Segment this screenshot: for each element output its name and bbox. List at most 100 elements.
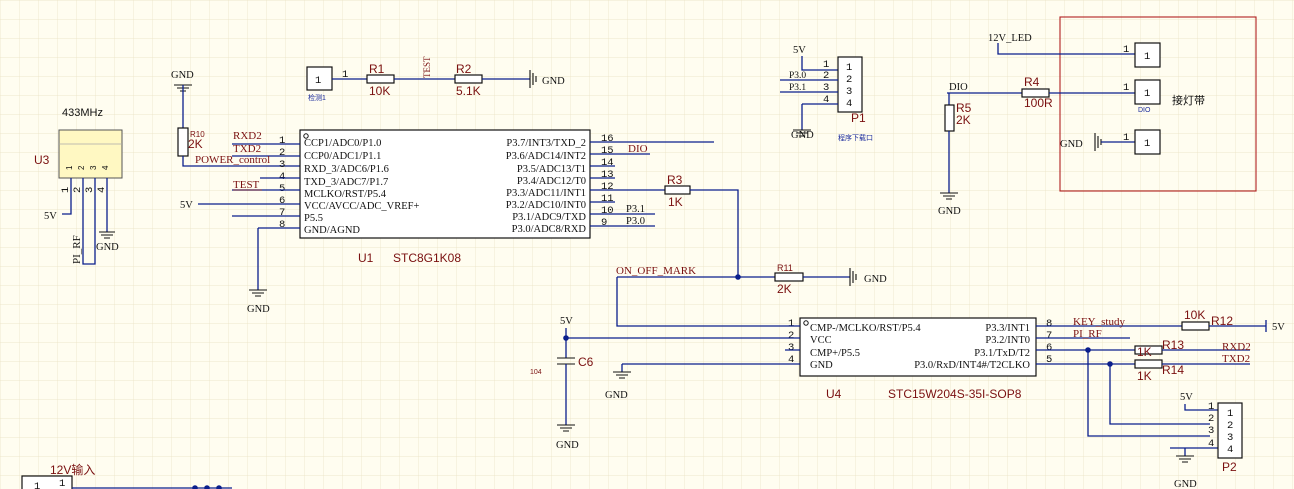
svg-text:6: 6 <box>279 195 285 207</box>
led-dio-label: DIO <box>1138 107 1151 114</box>
u1-p31-net: P3.1 <box>626 204 645 215</box>
svg-text:4: 4 <box>823 94 829 106</box>
svg-text:2: 2 <box>1227 420 1233 432</box>
r3-resistor[interactable] <box>664 185 691 195</box>
svg-text:15: 15 <box>601 145 614 157</box>
u1-left-pins: CCP1/ADC0/P1.0 CCP0/ADC1/P1.1 RXD_3/ADC6… <box>279 135 420 236</box>
svg-text:1: 1 <box>315 75 321 87</box>
svg-text:2: 2 <box>72 187 84 193</box>
svg-text:1: 1 <box>1123 82 1129 94</box>
r13-ref: R13 <box>1162 338 1184 352</box>
svg-text:P5.5: P5.5 <box>304 213 323 224</box>
svg-text:P3.0/ADC8/RXD: P3.0/ADC8/RXD <box>512 224 587 235</box>
input-connector[interactable] <box>21 475 73 489</box>
svg-text:3: 3 <box>279 159 285 171</box>
svg-text:1: 1 <box>1144 138 1150 150</box>
svg-text:4: 4 <box>279 171 285 183</box>
u3-gnd-label: GND <box>96 242 119 253</box>
r12-value: 10K <box>1184 308 1205 322</box>
r3-value: 1K <box>668 195 683 209</box>
p2-header[interactable] <box>1217 402 1243 459</box>
r2-ref: R2 <box>456 62 472 76</box>
svg-text:8: 8 <box>1046 318 1052 330</box>
svg-text:CCP1/ADC0/P1.0: CCP1/ADC0/P1.0 <box>304 138 381 149</box>
svg-text:4: 4 <box>96 187 108 193</box>
svg-text:3: 3 <box>84 187 96 193</box>
r10-resistor[interactable] <box>177 127 189 157</box>
u4-right-pins: P3.3/INT1 P3.2/INT0 P3.1/TxD/T2 P3.0/RxD… <box>914 318 1052 371</box>
svg-text:2: 2 <box>279 147 285 159</box>
svg-text:1: 1 <box>1123 44 1129 56</box>
svg-text:VCC/AVCC/ADC_VREF+: VCC/AVCC/ADC_VREF+ <box>304 201 420 212</box>
led-pad-gnd[interactable] <box>1134 129 1161 155</box>
p2-gnd-label: GND <box>1174 479 1197 489</box>
p1-p30-net: P3.0 <box>789 71 806 81</box>
svg-text:P3.5/ADC13/T1: P3.5/ADC13/T1 <box>517 164 586 175</box>
svg-text:4: 4 <box>846 98 852 110</box>
svg-text:8: 8 <box>279 219 285 231</box>
svg-text:1: 1 <box>65 165 74 170</box>
u3-module[interactable]: 433MHz U3 1 2 3 4 1 2 3 4 <box>34 107 123 193</box>
u1-chip[interactable] <box>299 129 591 239</box>
u1-ref: U1 <box>358 251 374 265</box>
test-net-label: TEST <box>422 56 432 78</box>
r1-ref: R1 <box>369 62 385 76</box>
r2-resistor[interactable] <box>454 74 483 84</box>
led-strip-label: 接灯带 <box>1172 94 1205 107</box>
r11-ref: R11 <box>777 263 793 273</box>
svg-text:P3.2/ADC10/INT0: P3.2/ADC10/INT0 <box>506 200 586 211</box>
u1-gnd-label: GND <box>247 304 270 315</box>
p2-vcc-label: 5V <box>1180 392 1193 403</box>
r13-value: 1K <box>1137 345 1152 359</box>
u4-chip[interactable] <box>799 317 1037 377</box>
c6-gnd-label: GND <box>556 440 579 451</box>
r4-value: 100R <box>1024 96 1053 110</box>
r14-txd2-net: TXD2 <box>1222 353 1250 365</box>
u4-left-pins: CMP-/MCLKO/RST/P5.4 VCC CMP+/P5.5 GND 1 … <box>788 318 921 371</box>
r11-resistor[interactable] <box>774 272 804 282</box>
svg-text:7: 7 <box>1046 330 1052 342</box>
u3-ref: U3 <box>34 153 50 167</box>
led-pad-dio[interactable] <box>1134 79 1161 105</box>
svg-text:3: 3 <box>823 82 829 94</box>
r12-resistor[interactable] <box>1181 321 1210 331</box>
svg-text:GND/AGND: GND/AGND <box>304 225 360 236</box>
svg-text:P3.3/INT1: P3.3/INT1 <box>985 323 1030 334</box>
p1-header[interactable] <box>837 56 863 113</box>
u4-ref: U4 <box>826 387 842 401</box>
u1-p30-net: P3.0 <box>626 216 645 227</box>
p1-p31-net: P3.1 <box>789 83 806 93</box>
svg-text:4: 4 <box>1227 444 1233 456</box>
svg-text:2: 2 <box>846 74 852 86</box>
r2-gnd-label: GND <box>542 76 565 87</box>
r14-resistor[interactable] <box>1134 359 1163 369</box>
svg-text:CCP0/ADC1/P1.1: CCP0/ADC1/P1.1 <box>304 151 381 162</box>
r1-value: 10K <box>369 84 390 98</box>
c6-value: 104 <box>530 369 542 376</box>
p1-ref: P1 <box>851 111 866 125</box>
svg-text:1: 1 <box>60 187 72 193</box>
svg-text:6: 6 <box>1046 342 1052 354</box>
r3-ref: R3 <box>667 173 683 187</box>
r12-ref: R12 <box>1211 314 1233 328</box>
svg-text:P3.1/ADC9/TXD: P3.1/ADC9/TXD <box>512 212 586 223</box>
led-strip-frame <box>1059 16 1257 192</box>
r10-value: 2K <box>188 137 203 151</box>
svg-text:1: 1 <box>1208 401 1214 413</box>
u1-rxd2-net: RXD2 <box>233 130 262 142</box>
svg-text:1: 1 <box>59 478 65 489</box>
svg-text:1: 1 <box>279 135 285 147</box>
r14-value: 1K <box>1137 369 1152 383</box>
r1-resistor[interactable] <box>366 74 395 84</box>
svg-text:1: 1 <box>34 481 40 489</box>
svg-text:2: 2 <box>77 165 86 170</box>
led-pad-1[interactable] <box>1134 42 1161 68</box>
svg-text:9: 9 <box>601 217 607 229</box>
u3-body <box>58 129 123 179</box>
r5-ref: R5 <box>956 101 972 115</box>
r5-resistor[interactable] <box>944 104 955 132</box>
r4-ref: R4 <box>1024 75 1040 89</box>
svg-text:2: 2 <box>788 330 794 342</box>
